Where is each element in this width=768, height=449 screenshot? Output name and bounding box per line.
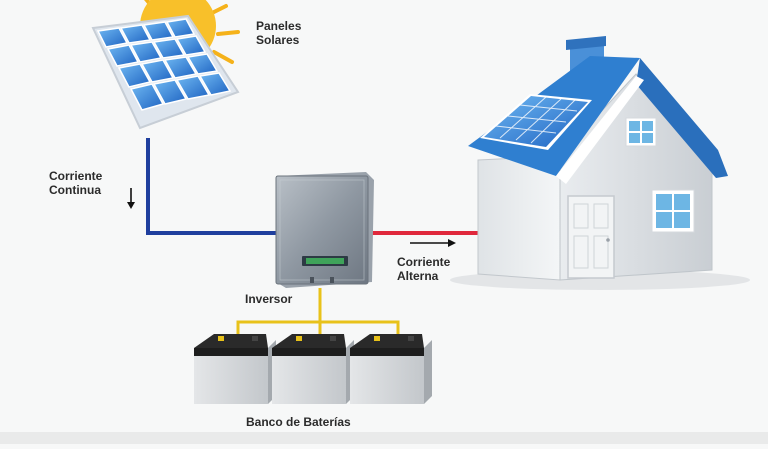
ac-label-line2: Alterna	[397, 269, 450, 283]
inverter-icon	[276, 172, 374, 288]
solar-panel-icon	[93, 16, 238, 128]
panels-label-line2: Solares	[256, 33, 301, 47]
battery-icon	[272, 334, 354, 404]
battery-bank	[194, 334, 432, 404]
panels-label-line1: Paneles	[256, 19, 301, 33]
dc-wire	[148, 138, 276, 233]
battery-icon	[350, 334, 432, 404]
arrow-down-icon	[127, 188, 135, 209]
dc-label-line1: Corriente	[49, 169, 102, 183]
inverter-label: Inversor	[245, 292, 292, 306]
window-icon	[626, 118, 656, 146]
dc-label-line2: Continua	[49, 183, 102, 197]
window-icon	[652, 190, 694, 232]
arrow-right-icon	[410, 239, 456, 247]
dc-current-label: Corriente Continua	[49, 169, 102, 197]
bottom-strip	[0, 432, 768, 444]
ac-label-line1: Corriente	[397, 255, 450, 269]
battery-bank-label: Banco de Baterías	[246, 415, 351, 429]
battery-icon	[194, 334, 276, 404]
ac-current-label: Corriente Alterna	[397, 255, 450, 283]
door-icon	[568, 196, 614, 278]
panels-label: Paneles Solares	[256, 19, 301, 47]
house-icon	[450, 36, 750, 290]
